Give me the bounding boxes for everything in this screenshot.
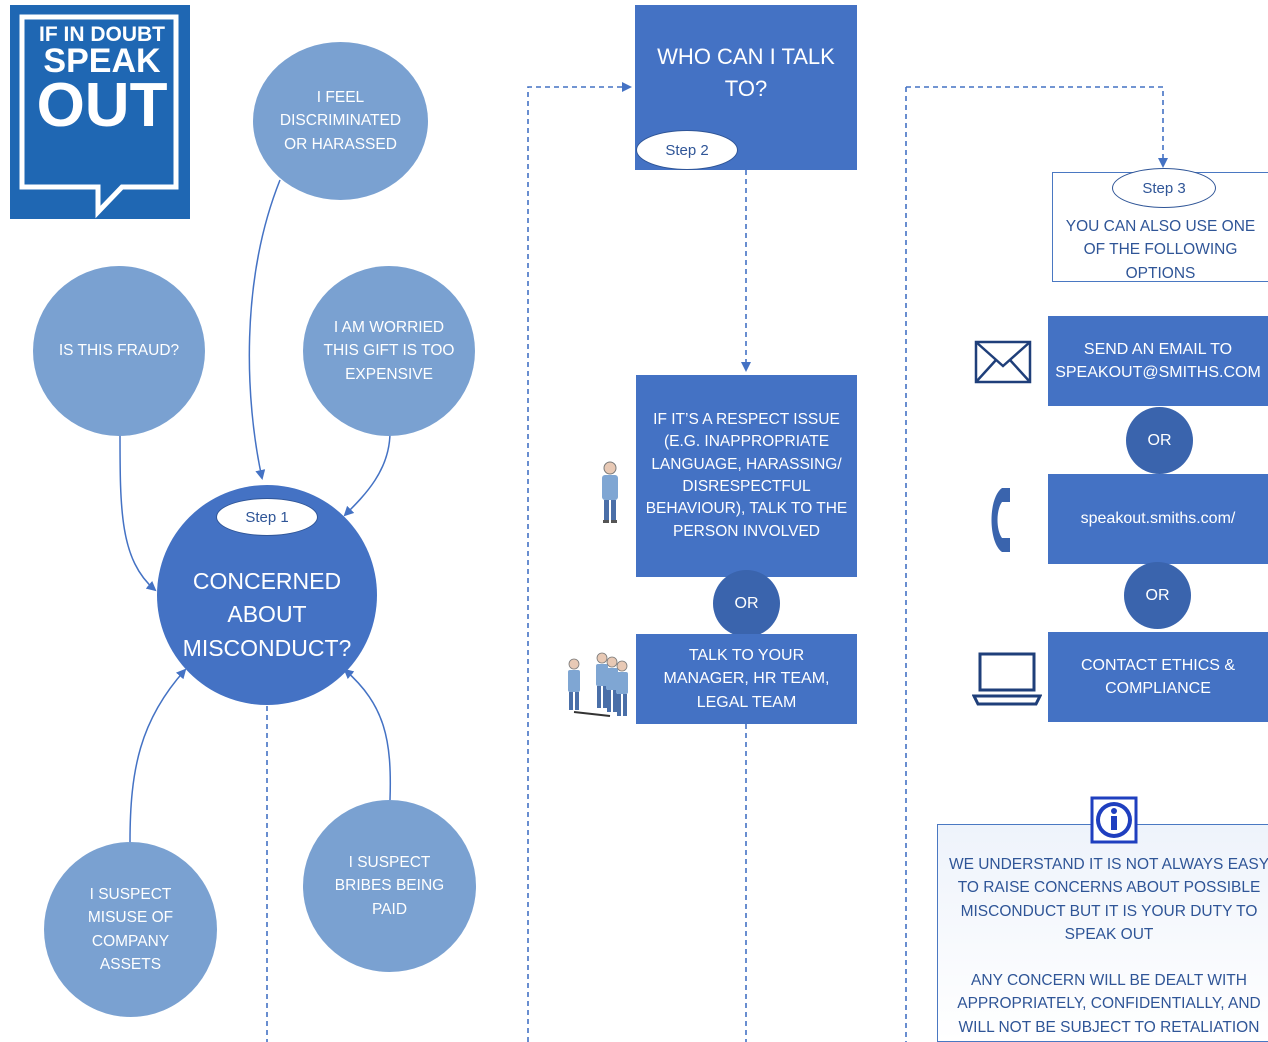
step2-label-text: Step 2 bbox=[665, 141, 709, 159]
arrow-misuse bbox=[129, 668, 187, 843]
group-icon bbox=[568, 652, 628, 717]
concern-gift-text: I AM WORRIED THIS GIFT IS TOO EXPENSIVE bbox=[323, 319, 455, 383]
web-option-box: speakout.smiths.com/ bbox=[1048, 474, 1268, 564]
arrow-discriminated bbox=[248, 179, 281, 480]
info-paragraph-2: ANY CONCERN WILL BE DEALT WITH APPROPRIA… bbox=[957, 972, 1261, 1036]
step1-label: Step 1 bbox=[216, 498, 318, 536]
laptop-icon bbox=[972, 652, 1042, 706]
speak-out-logo: IF IN DOUBT SPEAK OUT bbox=[10, 5, 190, 219]
email-option-text: SEND AN EMAIL TO SPEAKOUT@SMITHS.COM bbox=[1055, 340, 1261, 381]
speech-bubble-icon bbox=[19, 14, 179, 219]
contact-option-box: CONTACT ETHICS & COMPLIANCE bbox=[1048, 632, 1268, 722]
phone-icon bbox=[991, 488, 1010, 552]
arrow-fraud bbox=[119, 431, 157, 592]
person-icon bbox=[602, 461, 618, 523]
concern-misuse-text: I SUSPECT MISUSE OF COMPANY ASSETS bbox=[87, 886, 174, 973]
step1-circle: CONCERNED ABOUT MISCONDUCT? bbox=[157, 485, 377, 705]
logo-line-1: IF IN DOUBT bbox=[39, 23, 165, 46]
envelope-icon bbox=[974, 340, 1032, 384]
or-circle-step2: OR bbox=[713, 570, 780, 637]
logo-line-2: SPEAK bbox=[43, 41, 161, 80]
concern-discriminated: I FEEL DISCRIMINATED OR HARASSED bbox=[253, 42, 428, 200]
arrow-bribes bbox=[343, 668, 392, 801]
info-icon bbox=[1090, 796, 1138, 844]
logo-line-3: OUT bbox=[36, 71, 168, 141]
or-text-1: OR bbox=[1147, 431, 1172, 449]
step3-label-text: Step 3 bbox=[1142, 179, 1186, 197]
info-box: WE UNDERSTAND IT IS NOT ALWAYS EASY TO R… bbox=[937, 824, 1268, 1042]
concern-fraud: IS THIS FRAUD? bbox=[33, 266, 205, 436]
manager-text: TALK TO YOUR MANAGER, HR TEAM, LEGAL TEA… bbox=[663, 647, 830, 711]
step3-intro-text: YOU CAN ALSO USE ONE OF THE FOLLOWING OP… bbox=[1065, 218, 1256, 282]
step1-title: CONCERNED ABOUT MISCONDUCT? bbox=[182, 567, 352, 661]
manager-box: TALK TO YOUR MANAGER, HR TEAM, LEGAL TEA… bbox=[636, 634, 857, 724]
or-text-2: OR bbox=[1145, 586, 1170, 604]
respect-issue-box: IF IT’S A RESPECT ISSUE (E.G. INAPPROPRI… bbox=[636, 375, 857, 577]
step2-label: Step 2 bbox=[636, 130, 738, 170]
or-circle-1: OR bbox=[1126, 407, 1193, 474]
respect-issue-text: IF IT’S A RESPECT ISSUE (E.G. INAPPROPRI… bbox=[645, 410, 848, 540]
arrow-gift bbox=[343, 431, 391, 517]
or-text-step2: OR bbox=[734, 594, 759, 612]
web-option-text: speakout.smiths.com/ bbox=[1080, 510, 1236, 528]
concern-gift: I AM WORRIED THIS GIFT IS TOO EXPENSIVE bbox=[303, 266, 475, 436]
or-circle-2: OR bbox=[1124, 562, 1191, 629]
contact-option-text: CONTACT ETHICS & COMPLIANCE bbox=[1080, 656, 1236, 697]
email-option-box: SEND AN EMAIL TO SPEAKOUT@SMITHS.COM bbox=[1048, 316, 1268, 406]
concern-fraud-text: IS THIS FRAUD? bbox=[58, 342, 180, 360]
step2-title: WHO CAN I TALK TO? bbox=[657, 43, 835, 101]
concern-bribes: I SUSPECT BRIBES BEING PAID bbox=[303, 800, 476, 972]
info-paragraph-1: WE UNDERSTAND IT IS NOT ALWAYS EASY TO R… bbox=[948, 856, 1268, 943]
dash-to-step2 bbox=[527, 82, 632, 1042]
concern-discriminated-text: I FEEL DISCRIMINATED OR HARASSED bbox=[279, 89, 402, 153]
dash-to-step3 bbox=[906, 86, 1168, 168]
concern-misuse: I SUSPECT MISUSE OF COMPANY ASSETS bbox=[44, 842, 217, 1017]
step3-label: Step 3 bbox=[1112, 168, 1216, 208]
step1-label-text: Step 1 bbox=[245, 508, 289, 526]
concern-bribes-text: I SUSPECT BRIBES BEING PAID bbox=[334, 854, 445, 918]
